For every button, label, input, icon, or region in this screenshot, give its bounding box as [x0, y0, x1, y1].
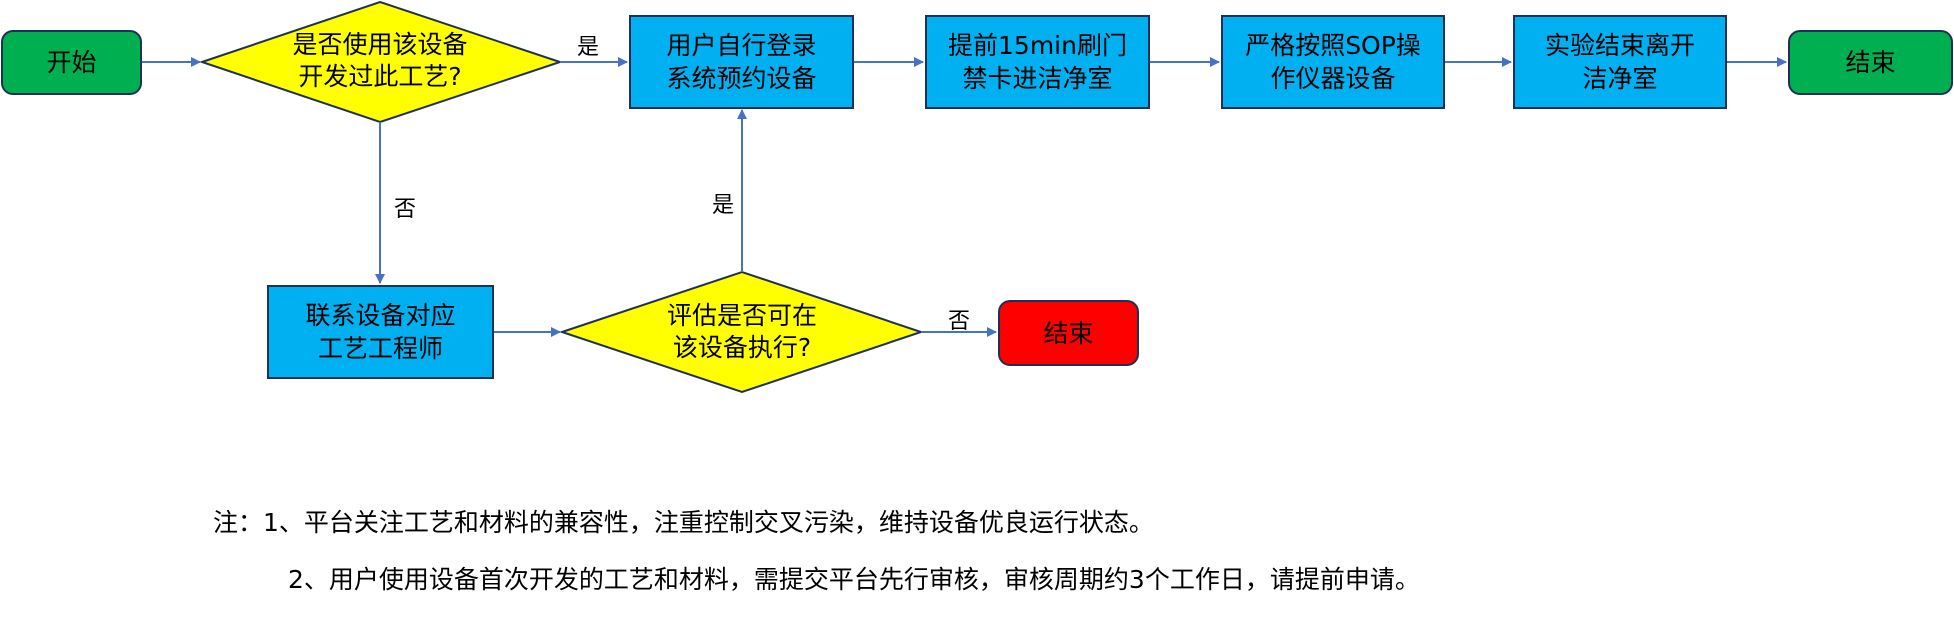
end-fail-label: 结束	[1043, 318, 1094, 348]
step2-line-1: 提前15min刷门	[948, 31, 1127, 60]
end-label: 结束	[1845, 48, 1896, 77]
step-book-equipment: 用户自行登录 系统预约设备	[629, 15, 854, 109]
decision1-line-2: 开发过此工艺?	[298, 62, 462, 91]
step4-line-1: 实验结束离开	[1544, 31, 1695, 60]
step1-line-1: 用户自行登录	[666, 31, 817, 60]
start-node: 开始	[1, 30, 142, 95]
decision1-line-1: 是否使用该设备	[292, 30, 468, 59]
decision2-text: 评估是否可在 该设备执行?	[612, 299, 872, 365]
decision2-line-1: 评估是否可在	[666, 301, 817, 330]
decision2-yes-label: 是	[712, 193, 735, 218]
decision1-text: 是否使用该设备 开发过此工艺?	[250, 28, 510, 94]
note-line-2: 2、用户使用设备首次开发的工艺和材料，需提交平台先行审核，审核周期约3个工作日，…	[288, 560, 1420, 596]
note-item-1: 1、平台关注工艺和材料的兼容性，注重控制交叉污染，维持设备优良运行状态。	[263, 508, 1154, 537]
note-prefix: 注：	[213, 508, 264, 537]
decision1-no-label: 否	[394, 197, 417, 222]
step-enter-cleanroom: 提前15min刷门 禁卡进洁净室	[925, 15, 1150, 109]
step4-line-2: 洁净室	[1582, 64, 1658, 93]
contact-line-1: 联系设备对应	[305, 301, 456, 330]
step-operate-sop: 严格按照SOP操 作仪器设备	[1221, 15, 1445, 109]
decision2-line-2: 该设备执行?	[672, 333, 812, 362]
decision2-no-label: 否	[948, 309, 971, 334]
step3-line-1: 严格按照SOP操	[1245, 31, 1421, 60]
step1-line-2: 系统预约设备	[666, 64, 817, 93]
step2-line-2: 禁卡进洁净室	[962, 64, 1113, 93]
decision1-yes-label: 是	[577, 35, 600, 60]
start-label: 开始	[46, 48, 97, 77]
note-item-2: 2、用户使用设备首次开发的工艺和材料，需提交平台先行审核，审核周期约3个工作日，…	[288, 565, 1420, 594]
note-line-1: 注：1、平台关注工艺和材料的兼容性，注重控制交叉污染，维持设备优良运行状态。	[213, 503, 1154, 539]
step-contact-engineer: 联系设备对应 工艺工程师	[267, 285, 494, 379]
end-fail-node: 结束	[998, 300, 1139, 366]
end-node: 结束	[1788, 30, 1953, 95]
step-leave-cleanroom: 实验结束离开 洁净室	[1513, 15, 1727, 109]
step3-line-2: 作仪器设备	[1270, 64, 1396, 93]
contact-line-2: 工艺工程师	[317, 334, 443, 363]
